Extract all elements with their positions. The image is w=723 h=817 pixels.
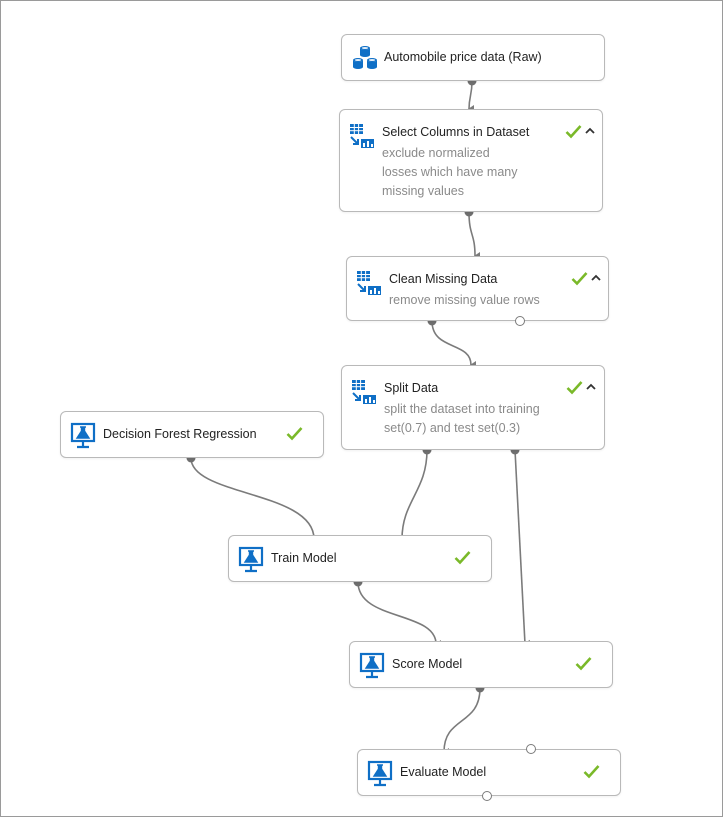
database-icon: [351, 44, 379, 72]
ml-flask-icon: [237, 546, 265, 574]
connector-split-data-to-train-model[interactable]: [401, 449, 428, 544]
module-title: Decision Forest Regression: [103, 427, 257, 441]
connector-split-data-to-score-model[interactable]: [514, 449, 531, 648]
connector-score-model-to-evaluate-model[interactable]: [443, 687, 481, 757]
collapse-caret-icon[interactable]: [585, 126, 595, 136]
connector-train-model-to-score-model[interactable]: [357, 581, 442, 648]
collapse-caret-icon[interactable]: [591, 273, 601, 283]
ml-flask-icon: [358, 652, 386, 680]
ml-flask-icon: [366, 760, 394, 788]
module-title: Evaluate Model: [400, 765, 487, 779]
module-description: exclude normalized losses which have man…: [382, 146, 518, 198]
data-transform-icon: [348, 122, 376, 150]
module-select-columns[interactable]: Select Columns in Dataset exclude normal…: [339, 109, 603, 212]
module-score-model[interactable]: Score Model: [349, 641, 613, 688]
module-clean-missing-data[interactable]: Clean Missing Data remove missing value …: [346, 256, 609, 321]
ml-flask-icon: [69, 422, 97, 450]
check-icon: [571, 271, 588, 286]
check-icon: [454, 550, 471, 565]
connector-select-columns-to-clean-missing[interactable]: [468, 211, 481, 260]
module-title: Train Model: [271, 551, 337, 565]
module-automobile-price-data[interactable]: Automobile price data (Raw): [341, 34, 605, 81]
check-icon: [566, 380, 583, 395]
module-title: Score Model: [392, 657, 463, 671]
module-description: remove missing value rows: [389, 293, 540, 307]
connector-decision-forest-to-train-model[interactable]: [190, 457, 320, 543]
module-split-data[interactable]: Split Data split the dataset into traini…: [341, 365, 605, 450]
module-train-model[interactable]: Train Model: [228, 535, 492, 582]
module-evaluate-model[interactable]: Evaluate Model: [357, 749, 621, 796]
data-transform-icon: [355, 269, 383, 297]
module-decision-forest-regression[interactable]: Decision Forest Regression: [60, 411, 324, 458]
check-icon: [565, 124, 582, 139]
collapse-caret-icon[interactable]: [586, 382, 596, 392]
data-transform-icon: [350, 378, 378, 406]
module-description: split the dataset into training set(0.7)…: [384, 402, 540, 435]
check-icon: [583, 764, 600, 779]
module-title: Clean Missing Data: [389, 272, 498, 286]
module-title: Automobile price data (Raw): [384, 50, 542, 64]
module-title: Split Data: [384, 381, 439, 395]
check-icon: [575, 656, 592, 671]
module-title: Select Columns in Dataset: [382, 125, 530, 139]
check-icon: [286, 426, 303, 441]
connector-clean-missing-to-split-data[interactable]: [431, 320, 477, 369]
